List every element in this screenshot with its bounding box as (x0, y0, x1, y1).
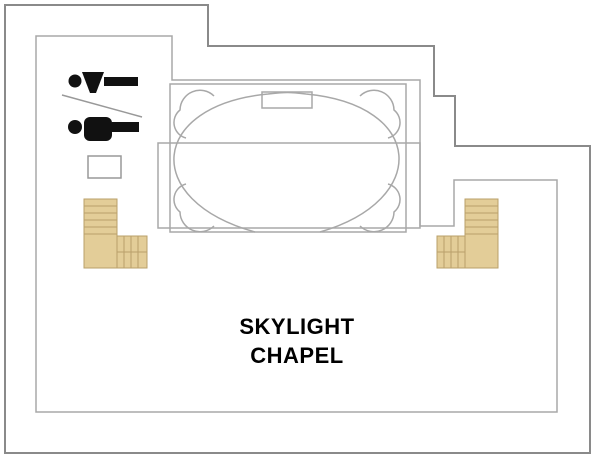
room-label-line-1: SKYLIGHT (239, 314, 355, 339)
restroom-divider (61, 94, 143, 118)
stairs-right (436, 198, 499, 269)
chapel-room-boundary (35, 35, 558, 413)
outer-wall (4, 4, 591, 454)
fixture-box (87, 155, 122, 179)
stairs-left (83, 198, 148, 269)
room-label-line-2: CHAPEL (250, 343, 344, 368)
man-restroom-icon (68, 117, 139, 141)
skylight-structure (157, 83, 421, 233)
woman-restroom-icon (68, 72, 138, 93)
room-label: SKYLIGHT CHAPEL (190, 312, 404, 370)
